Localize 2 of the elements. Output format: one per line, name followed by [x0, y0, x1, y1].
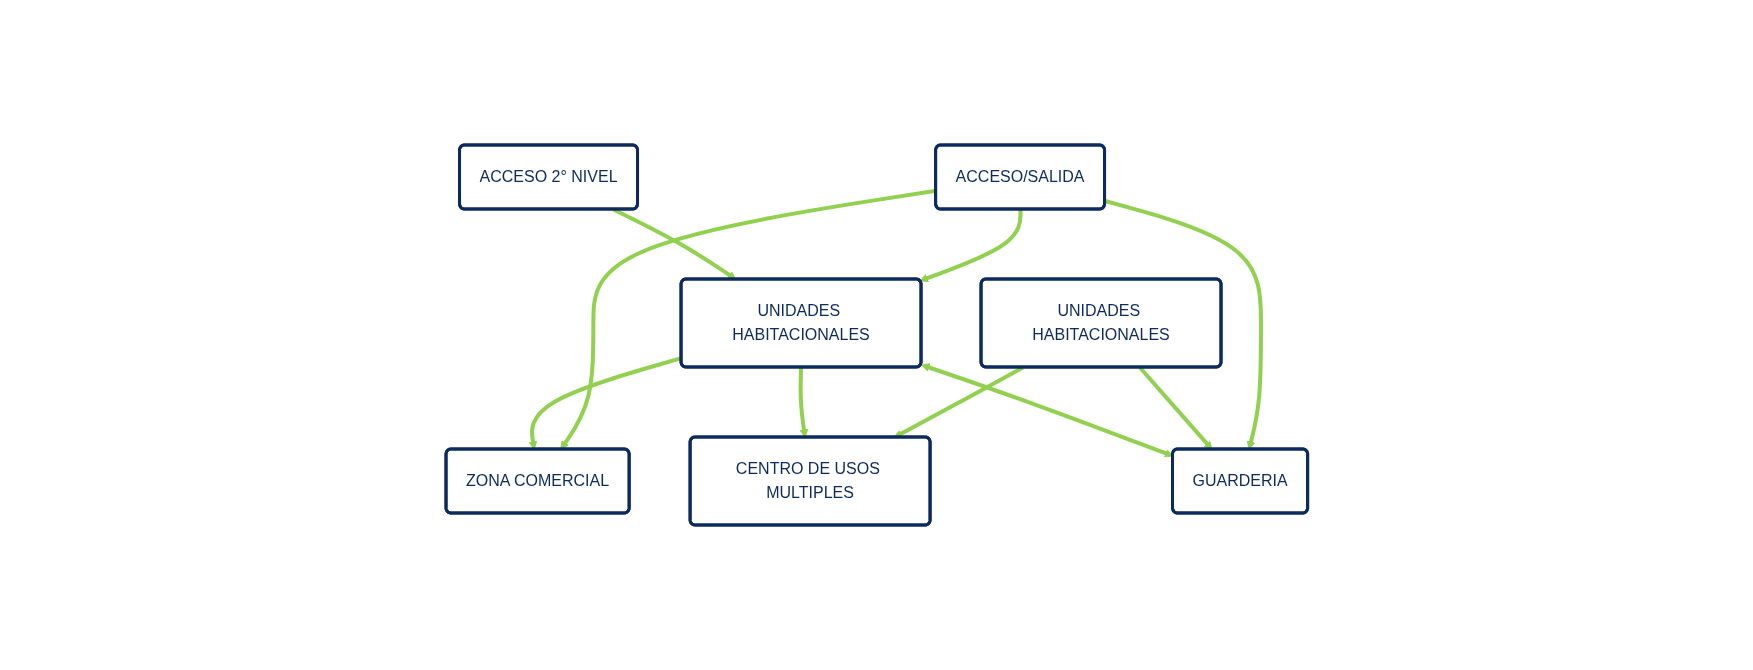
- arrow: [919, 209, 1023, 283]
- arrow: [920, 363, 1174, 458]
